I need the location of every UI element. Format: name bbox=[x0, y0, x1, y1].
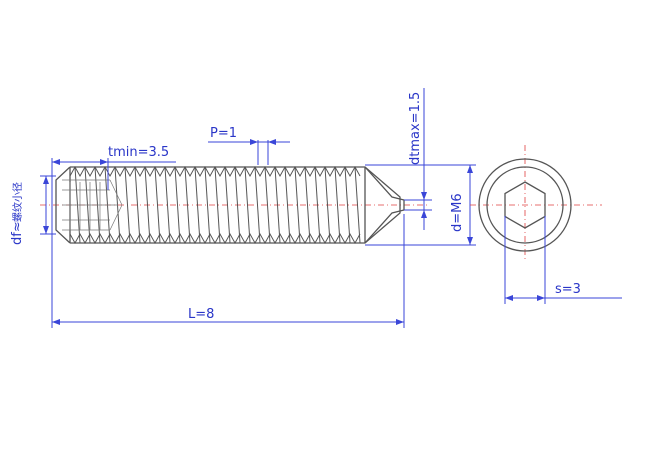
outer-circle bbox=[478, 158, 572, 252]
thread-flank bbox=[234, 166, 241, 244]
thread-flank bbox=[124, 166, 131, 244]
thread-flank bbox=[174, 166, 181, 244]
hex-socket bbox=[504, 181, 546, 229]
hex-socket-end-view bbox=[470, 145, 602, 262]
thread-flank bbox=[144, 166, 151, 244]
thread-flank bbox=[224, 166, 231, 244]
thread-flank bbox=[334, 166, 341, 244]
inner-circle bbox=[486, 166, 564, 244]
dimension-d: d=M6 bbox=[365, 164, 476, 246]
df-label: df≈ bbox=[10, 221, 25, 245]
body-outline bbox=[70, 166, 401, 244]
dimension-df: df≈ 螺纹小径 bbox=[10, 175, 56, 245]
thread-flank bbox=[294, 166, 301, 244]
thread-flank bbox=[134, 166, 141, 244]
hex-socket-hidden bbox=[62, 179, 123, 231]
thread-flank bbox=[244, 166, 251, 244]
thread-flank bbox=[184, 166, 191, 244]
thread-flank bbox=[344, 166, 351, 244]
dimension-s: s=3 bbox=[504, 216, 622, 304]
set-screw-side-view bbox=[40, 165, 430, 245]
thread-flank bbox=[314, 166, 321, 244]
thread-flank bbox=[304, 166, 311, 244]
s-label: s=3 bbox=[555, 282, 581, 297]
dimension-tmin: tmin=3.5 bbox=[51, 145, 176, 190]
thread-flank bbox=[204, 166, 211, 244]
length-label: L=8 bbox=[188, 307, 214, 322]
cone-point bbox=[364, 166, 405, 244]
thread-profile bbox=[69, 165, 361, 245]
thread-flank bbox=[354, 166, 361, 244]
thread-flank bbox=[194, 166, 201, 244]
dimension-pitch: P=1 bbox=[208, 126, 290, 165]
tmin-label: tmin=3.5 bbox=[108, 145, 169, 160]
thread-crests-bottom bbox=[69, 232, 361, 245]
thread-flank bbox=[154, 166, 161, 244]
df-note: 螺纹小径 bbox=[11, 182, 24, 222]
thread-flank bbox=[214, 166, 221, 244]
dimension-length: L=8 bbox=[51, 170, 405, 328]
start-chamfer bbox=[55, 166, 71, 244]
dtmax-label: dtmax=1.5 bbox=[408, 92, 423, 165]
thread-flank bbox=[264, 166, 271, 244]
thread-flank bbox=[274, 166, 281, 244]
pitch-label: P=1 bbox=[210, 126, 237, 141]
thread-flank bbox=[254, 166, 261, 244]
thread-flank bbox=[164, 166, 171, 244]
thread-flank bbox=[324, 166, 331, 244]
thread-flank bbox=[284, 166, 291, 244]
d-label: d=M6 bbox=[450, 193, 465, 232]
dimension-dtmax: dtmax=1.5 bbox=[404, 88, 432, 230]
